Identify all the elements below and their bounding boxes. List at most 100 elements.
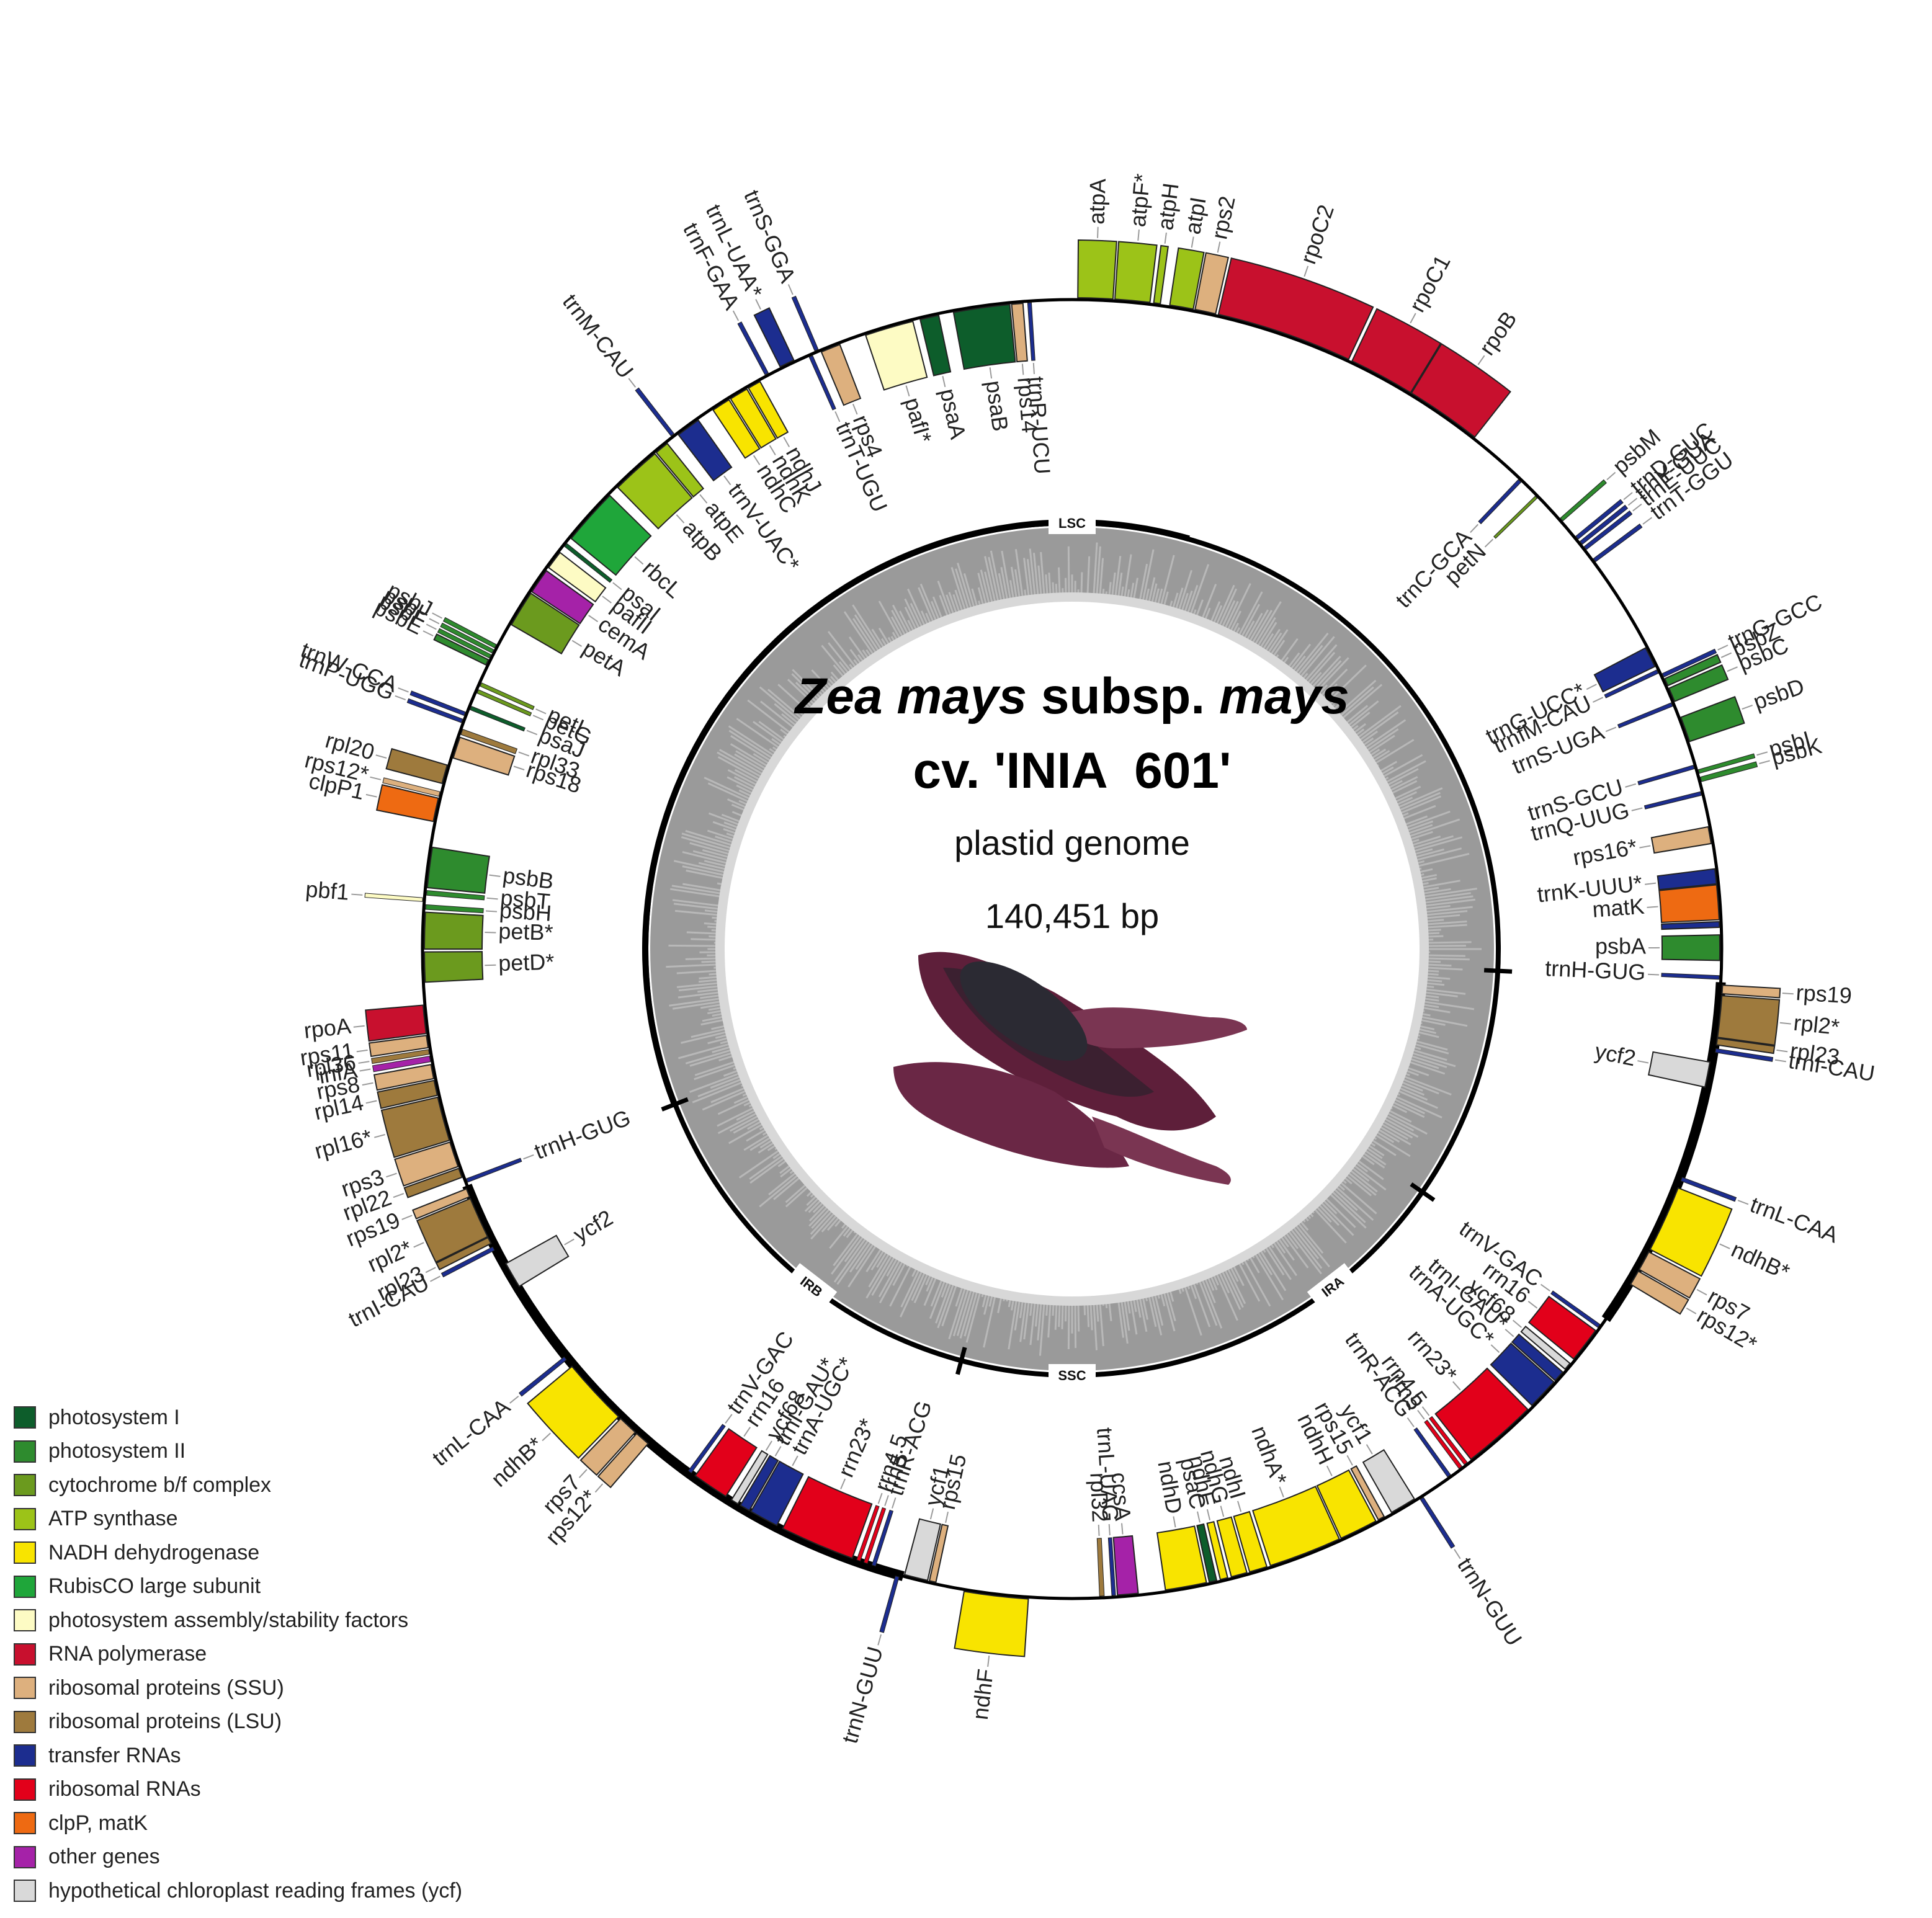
svg-text:LSC: LSC (1058, 515, 1086, 531)
gene-psbk (1700, 761, 1758, 782)
legend-swatch (14, 1845, 36, 1868)
gene-rrn5-a (1424, 1419, 1463, 1470)
gene-infa (372, 1056, 431, 1073)
gene-rpl23-a (1715, 1037, 1776, 1055)
gene-label-rps14: rps14 (1013, 376, 1042, 434)
gene-petg (476, 689, 532, 716)
gene-rpl36 (371, 1049, 430, 1064)
gene-rpl14 (377, 1079, 439, 1109)
gene-trnh-gug-b (466, 1157, 522, 1183)
gene-atpi (1169, 247, 1205, 310)
gene-label-pafi: pafI* (900, 395, 937, 446)
gene-rps19-a (1721, 984, 1781, 999)
gene-label-ndhb-a: ndhB* (1728, 1236, 1794, 1285)
gene-trns-uga (1617, 702, 1673, 729)
legend-swatch (14, 1575, 36, 1598)
gene-label-rpl2-a: rpl2* (1792, 1010, 1841, 1040)
legend-swatch (14, 1778, 36, 1801)
gene-rrn23-a (1434, 1367, 1529, 1460)
gene-trni-cau-a (1715, 1048, 1774, 1062)
legend-label: cytochrome b/f complex (48, 1473, 272, 1497)
gene-label-trnm-cau: trnM-CAU (558, 289, 639, 383)
gene-rps12-b (597, 1432, 650, 1489)
legend-item: RubisCO large subunit (14, 1570, 634, 1604)
gene-trni-gau-a (1511, 1333, 1564, 1381)
legend-label: other genes (48, 1845, 160, 1869)
gene-trnq-uug (1644, 791, 1702, 810)
gene-psbl (440, 622, 494, 654)
gene-trnt-ggu (1593, 524, 1643, 563)
gene-ndhc (712, 399, 761, 459)
gene-ycf1-a (1362, 1449, 1416, 1514)
gene-psbi (1697, 753, 1756, 774)
gene-trne-uuc (1583, 510, 1633, 550)
gene-rps8 (373, 1064, 435, 1091)
gene-trny-gua (1580, 504, 1629, 545)
gene-rps14 (1011, 302, 1028, 363)
gene-trns-gcu (1637, 764, 1695, 785)
gene-ccsa (1112, 1535, 1139, 1596)
genome-title-cultivar: cv. 'INIA 601' (913, 743, 1231, 799)
gene-label-trnn-guu-a: trnN-GUU (1452, 1553, 1527, 1650)
gene-matk (1658, 884, 1720, 923)
gene-rps4 (820, 344, 862, 406)
gene-rps18 (452, 736, 516, 776)
legend-label: NADH dehydrogenase (48, 1540, 260, 1564)
gene-label-atph: atpH (1152, 182, 1184, 232)
corn-ear-illustration (893, 952, 1247, 1185)
gene-ndhb-b (527, 1365, 620, 1459)
legend-item: cytochrome b/f complex (14, 1468, 634, 1502)
gene-trnp-ugg (406, 698, 463, 723)
gene-label-atpi: atpI (1179, 195, 1211, 236)
legend-swatch (14, 1609, 36, 1632)
gene-rrn5-b (863, 1507, 887, 1564)
gc-content-ring (650, 527, 1494, 1371)
gene-trnd-guc (1575, 499, 1624, 540)
legend-label: transfer RNAs (48, 1743, 181, 1767)
gene-psbt (426, 890, 485, 901)
gene-label-rps19-a: rps19 (1796, 979, 1853, 1009)
gene-trnr-acg-a (1413, 1427, 1451, 1478)
gene-trna-ugc-b (750, 1460, 804, 1527)
region-label-ssc: SSC (1049, 1364, 1096, 1386)
gene-rpl22 (403, 1167, 463, 1198)
gene-label-ycf2-b: ycf2 (569, 1205, 617, 1247)
gene-label-trnl-caa-a: trnL-CAA (1746, 1192, 1841, 1248)
gene-rps12-5end (382, 777, 441, 797)
gene-label-ndha: ndhA* (1246, 1422, 1292, 1488)
gene-rrn4.5-b (856, 1505, 880, 1562)
gene-psbz (1663, 654, 1722, 687)
gene-rps12-a (1629, 1270, 1689, 1315)
gene-label-psbd: psbD (1750, 673, 1808, 715)
legend-swatch (14, 1744, 36, 1767)
gene-ndhk (730, 388, 777, 449)
legend-item: ribosomal RNAs (14, 1773, 634, 1807)
gene-label-psbb: psbB (501, 862, 555, 894)
gene-label-trnh-gug-a: trnH-GUG (1544, 955, 1646, 985)
legend-swatch (14, 1440, 36, 1463)
gene-ycf2-a (1647, 1051, 1711, 1088)
legend-swatch (14, 1677, 36, 1700)
gene-psbh (425, 904, 484, 914)
gene-rpoc1 (1351, 308, 1442, 394)
gene-label-psba: psbA (1595, 933, 1646, 958)
legend-item: photosystem II (14, 1435, 634, 1469)
gene-ndhj (748, 380, 789, 439)
gene-atph (1153, 244, 1169, 305)
gene-trnl-caa-b (519, 1356, 567, 1397)
gene-trnv-gac-a (1550, 1290, 1601, 1328)
svg-text:SSC: SSC (1058, 1368, 1086, 1383)
gene-trnl-uaa (753, 307, 795, 368)
gene-rps11 (368, 1035, 429, 1058)
legend-label: ribosomal proteins (SSU) (48, 1675, 284, 1700)
gene-psbb (426, 846, 490, 894)
legend-item: transfer RNAs (14, 1739, 634, 1773)
gene-rpl23-b (435, 1236, 492, 1271)
legend-swatch (14, 1474, 36, 1497)
gene-psbc (1668, 664, 1729, 702)
gene-ycf1-b (903, 1518, 941, 1581)
gene-trnl-caa-a (1680, 1177, 1737, 1202)
legend-swatch (14, 1541, 36, 1564)
gene-label-psaa: psaA (935, 386, 971, 442)
